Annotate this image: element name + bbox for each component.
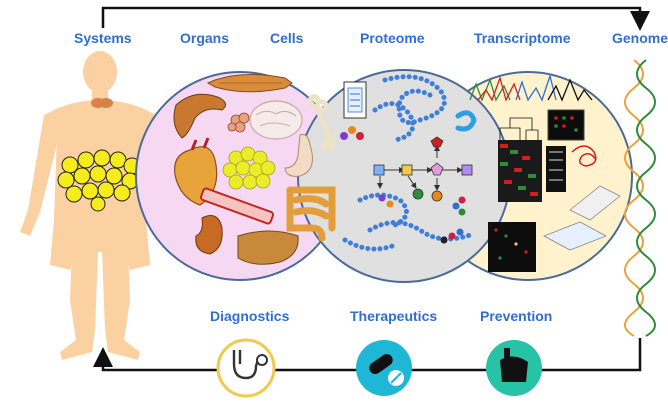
kidney-icon <box>195 215 223 255</box>
label-proteome: Proteome <box>360 30 425 46</box>
gel-blot-icon <box>546 146 566 192</box>
protein-helix-icon <box>455 110 477 132</box>
signaling-nodes <box>373 136 473 202</box>
stethoscope-icon[interactable] <box>216 338 276 398</box>
molecule-icon-colored <box>378 194 466 244</box>
healthy-food-icon[interactable] <box>486 340 542 396</box>
label-cells: Cells <box>270 30 304 46</box>
heatmap-icon <box>498 140 542 202</box>
pill-capsule-icon[interactable] <box>356 340 412 396</box>
adipose-cells-icon <box>222 146 276 190</box>
signaling-network-icon <box>377 145 463 191</box>
protein-chains-icon <box>342 74 473 252</box>
label-genome: Genome <box>612 30 668 46</box>
label-diagnostics: Diagnostics <box>210 308 290 324</box>
label-systems: Systems <box>74 30 132 46</box>
rna-strand-icon <box>571 145 597 167</box>
liver-icon <box>237 230 299 265</box>
label-therapeutics: Therapeutics <box>350 308 438 324</box>
stomach-icon <box>284 134 313 177</box>
well-plate-icon <box>569 185 621 221</box>
top-flow-arrow <box>101 6 650 31</box>
lymph-node-icon <box>227 112 250 133</box>
bone-icon <box>307 94 337 152</box>
thyroid-icon <box>91 98 113 108</box>
proteome-circle <box>297 69 511 283</box>
label-transcriptome: Transcriptome <box>474 30 571 46</box>
muscle-icon <box>206 73 293 93</box>
slide-rack-icon <box>543 221 607 251</box>
intestine-icon <box>286 186 336 242</box>
label-organs: Organs <box>180 30 230 46</box>
pancreas-icon <box>173 93 226 139</box>
microarray-icon-bottom <box>488 222 536 272</box>
blood-vessel-icon <box>200 187 274 225</box>
sequencing-trace-icon <box>469 73 593 102</box>
brain-icon <box>249 100 303 140</box>
molecule-icon-purple <box>340 126 364 140</box>
microarray-icon-top <box>547 109 585 141</box>
gel-lane-icon <box>343 81 367 119</box>
label-prevention: Prevention <box>480 308 553 324</box>
dendrogram-icon <box>499 117 539 140</box>
dna-helix-icon <box>624 59 656 337</box>
